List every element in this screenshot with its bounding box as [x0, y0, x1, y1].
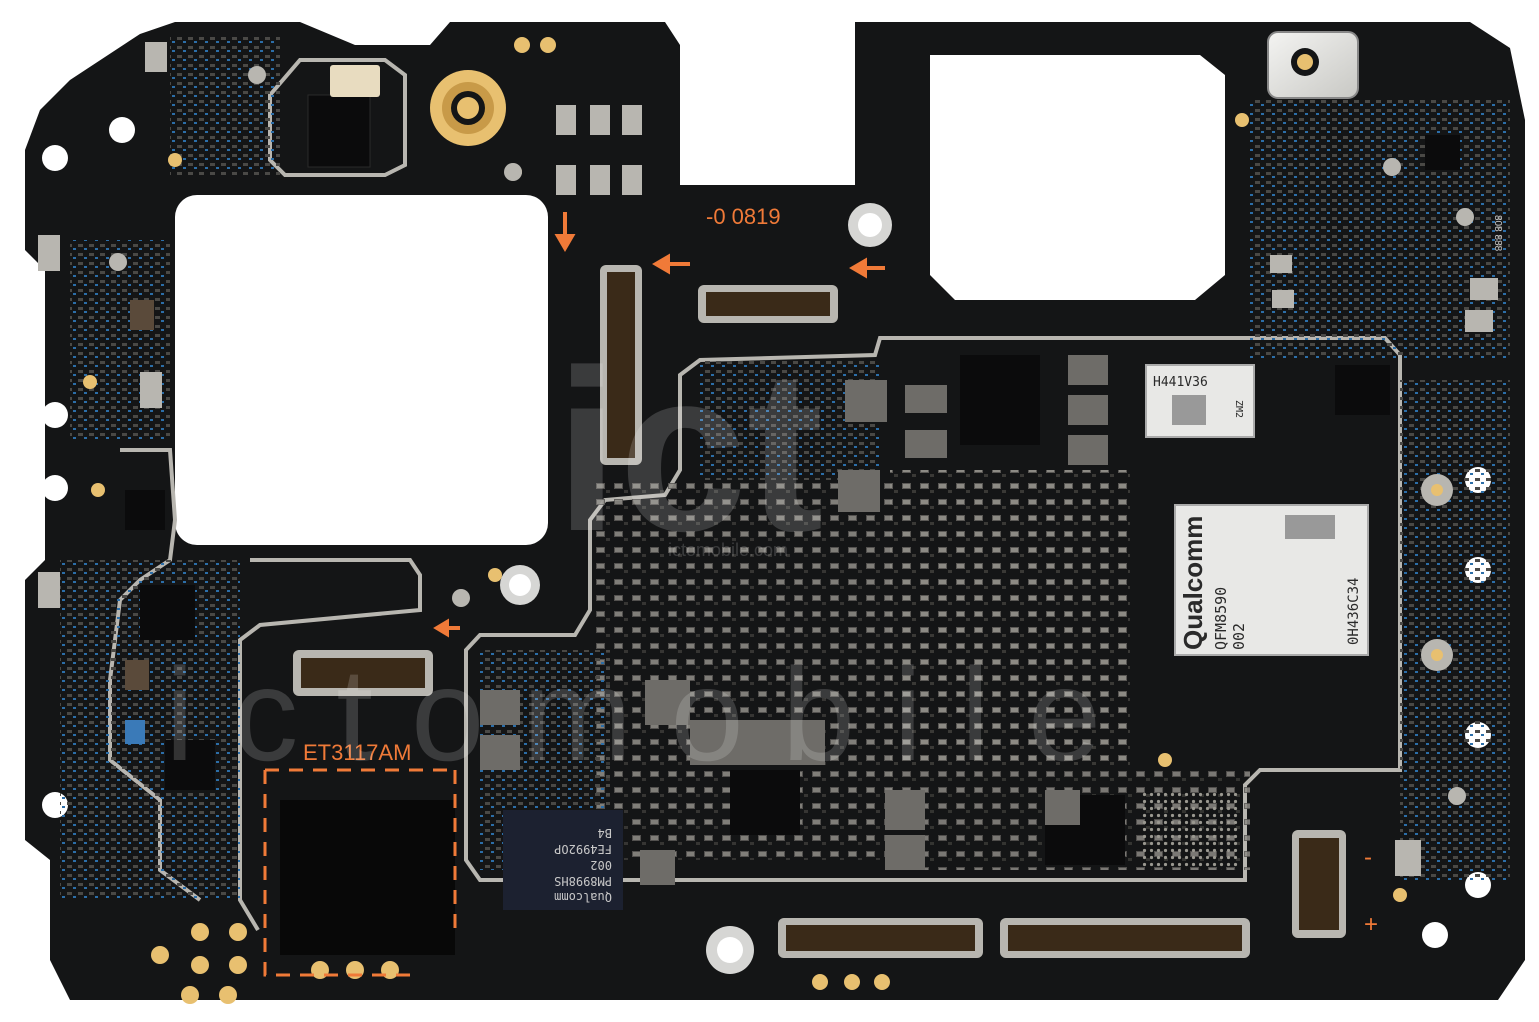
- watermark-site: ictomobile.com: [668, 540, 788, 560]
- left-cutout: [175, 195, 548, 545]
- silkscreen-minus: -: [1364, 844, 1372, 871]
- pmic-rev: B4: [598, 826, 612, 840]
- silkscreen-frame: [263, 768, 457, 977]
- pmic-lot: 002: [590, 858, 612, 872]
- fpc-connectors: [293, 265, 1346, 958]
- watermark-big: ictomobile: [165, 641, 1139, 788]
- pmic-date: FE4992OP: [554, 842, 612, 856]
- capacitors: [38, 42, 1498, 876]
- square-ics: [125, 94, 1460, 955]
- module-code: H441V36: [1153, 375, 1208, 390]
- rf-coax-connectors: [109, 66, 1474, 805]
- pmic-brand: Qualcomm: [554, 890, 612, 904]
- qualcomm-qfm8590-chip: Qualcomm QFM8590 002 0H436C34: [1174, 504, 1369, 656]
- silkscreen-top-label: -0 0819: [706, 204, 781, 229]
- module-side-code: ZM2: [1233, 400, 1244, 418]
- chip-brand: Qualcomm: [1178, 516, 1208, 650]
- watermark-logo: ict: [555, 322, 823, 579]
- pm8998hs-chip: Qualcomm PM8998HS 002 FE4992OP B4: [503, 810, 623, 910]
- pmic-model: PM8998HS: [554, 874, 612, 888]
- chip-lot: 002: [1230, 623, 1248, 650]
- silkscreen-plus: +: [1364, 911, 1378, 938]
- chip-model: QFM8590: [1212, 587, 1230, 650]
- inductors: [480, 355, 1108, 885]
- gold-ring-pad: [430, 70, 506, 146]
- silkscreen-ic-label: ET3117AM: [303, 740, 411, 765]
- silkscreen-edge-code: 808 888: [1492, 215, 1503, 252]
- right-cutout: [930, 55, 1225, 300]
- watermark: ict ictomobile.com ictomobile: [165, 322, 1139, 788]
- h441v36-module: H441V36 ZM2: [1145, 364, 1255, 438]
- chip-side-code: 0H436C34: [1346, 578, 1362, 645]
- metal-bracket: [1267, 31, 1359, 99]
- silkscreen-arrows: [433, 212, 885, 638]
